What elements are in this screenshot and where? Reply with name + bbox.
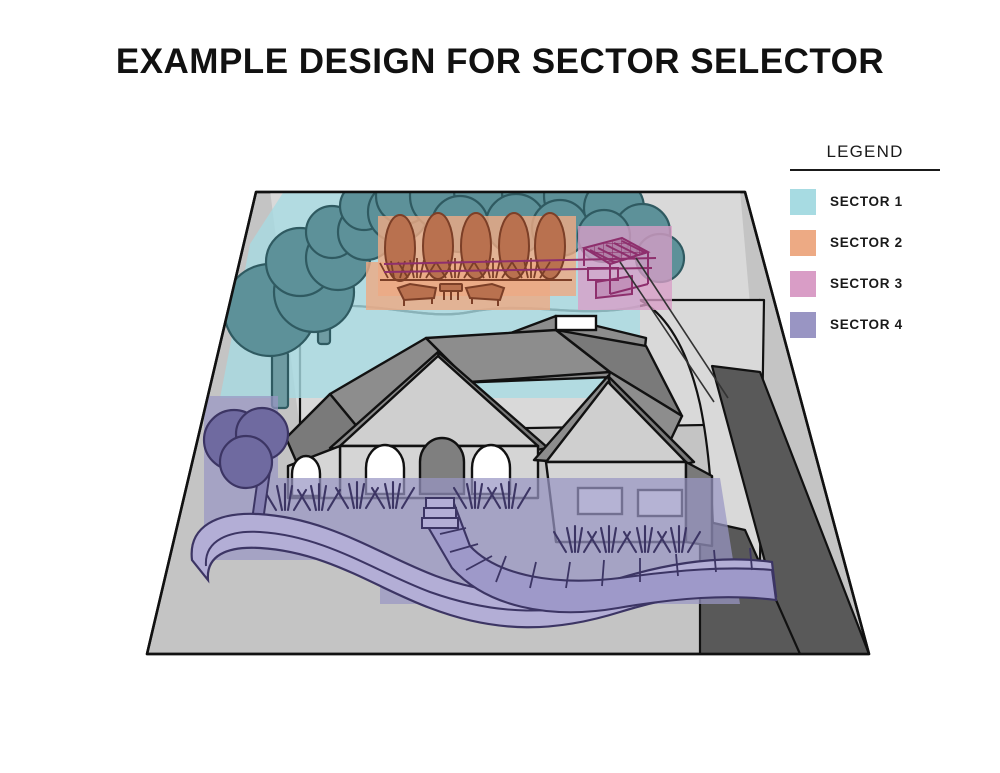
grass-tuft [656,524,702,554]
grass-tuft [622,524,668,554]
legend-item-sector-2[interactable]: SECTOR 2 [790,222,940,263]
legend-title: LEGEND [826,142,904,161]
sector-1-swatch [790,188,816,215]
hedge-column-2 [422,212,454,280]
patio-table [439,283,463,292]
step-3 [421,517,459,529]
legend-divider [790,169,940,171]
legend-item-sector-1[interactable]: SECTOR 1 [790,181,940,222]
right-shadow-wedge [710,364,869,654]
pergola-deck-lower [595,274,633,300]
hedge-column-3 [460,212,492,280]
pergola-guide-line-b [383,267,653,273]
ornamental-grasses [262,480,702,554]
legend-label-sector-1: SECTOR 1 [830,194,903,209]
grass-tuft [370,480,416,510]
pergola [383,236,729,403]
walkway-body [422,496,778,614]
grass-tuft [334,480,380,510]
sector-3-swatch [790,270,816,297]
rear-clerestory-window [554,314,598,332]
pergola-guide-line-a [383,257,657,265]
sector-4-swatch [790,311,816,338]
legend-label-sector-2: SECTOR 2 [830,235,903,250]
lounge-chair-right [464,282,506,302]
pergola-sight-line-2 [635,257,729,399]
front-steps [421,497,459,529]
grass-tuft [586,524,632,554]
lounge-chair-left-legs [403,298,433,306]
step-1 [425,497,455,509]
legend-label-sector-4: SECTOR 4 [830,317,903,332]
legend-item-sector-3[interactable]: SECTOR 3 [790,263,940,304]
lounge-chair-right-legs [471,298,499,306]
legend-label-sector-3: SECTOR 3 [830,276,903,291]
paver-walkway [422,496,778,614]
feature-tree-canopy-c [218,434,274,490]
pergola-sight-line-1 [619,261,715,403]
step-2 [423,507,457,519]
grass-tuft [486,480,532,510]
legend: LEGEND SECTOR 1 SECTOR 2 SECTOR 3 SECTOR… [790,142,940,345]
feature-tree [202,406,290,526]
legend-item-sector-4[interactable]: SECTOR 4 [790,304,940,345]
patio-furniture [396,282,506,306]
walkway-paver-joints [431,511,753,589]
grass-tuft [452,480,498,510]
pergola-rafters [589,240,647,263]
page-title: EXAMPLE DESIGN FOR SECTOR SELECTOR [115,42,885,81]
grass-tuft [262,482,308,512]
lot-outline [145,190,871,656]
grass-tuft [552,524,598,554]
lounge-chair-left [396,282,438,302]
sector-2-swatch [790,229,816,256]
patio-table-legs [443,291,459,300]
grass-tuft [296,482,342,512]
